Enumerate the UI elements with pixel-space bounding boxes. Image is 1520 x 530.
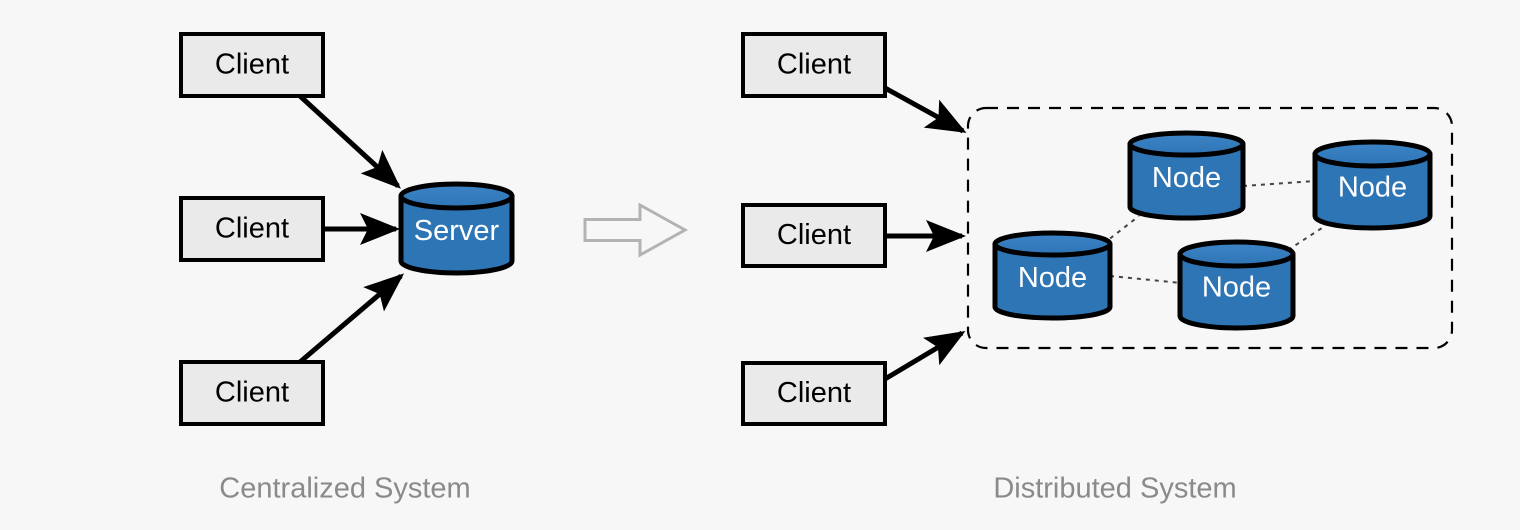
distributed-system-caption: Distributed System [993, 473, 1236, 505]
link-left-to-top [1102, 215, 1140, 245]
cylinder-top-ellipse [1127, 130, 1246, 158]
client-box-shape [741, 32, 887, 98]
node-cylinder-right[interactable]: Node [1312, 139, 1433, 231]
centralized-server-group: Server [398, 181, 515, 276]
transition-arrow [583, 202, 689, 258]
client-box-middle-left[interactable]: Client [179, 196, 325, 262]
cylinder-label: Node [1018, 262, 1087, 294]
node-cylinder-bottom[interactable]: Node [1177, 239, 1296, 331]
client-box-label: Client [215, 49, 289, 81]
client-box-shape [179, 196, 325, 262]
distributed-arrow-group [883, 85, 967, 382]
cylinder-body [398, 193, 515, 276]
distributed-cluster-boundary [966, 106, 1454, 350]
client-box-middle-right[interactable]: Client [741, 203, 887, 268]
client-box-shape [741, 203, 887, 268]
centralized-system-caption: Centralized System [219, 473, 470, 505]
cylinder-body [1127, 141, 1246, 221]
transition-arrow-group [583, 202, 689, 258]
client-box-top-left[interactable]: Client [179, 32, 325, 98]
client-box-bottom-left[interactable]: Client [179, 360, 325, 426]
client-box-label: Client [777, 49, 851, 81]
centralized-arrow-group [298, 94, 405, 364]
cylinder-body [992, 241, 1113, 321]
cylinder-top-ellipse [992, 230, 1113, 258]
cylinder-label: Node [1152, 162, 1221, 194]
client-box-label: Client [777, 377, 851, 409]
cylinder-top-ellipse [1177, 239, 1296, 269]
node-cylinder-top[interactable]: Node [1127, 130, 1246, 221]
distributed-cluster-group [966, 106, 1454, 350]
cylinder-label: Server [414, 215, 500, 247]
client-box-bottom-right[interactable]: Client [741, 361, 887, 426]
client-box-shape [179, 32, 325, 98]
client-box-label: Client [215, 377, 289, 409]
arrow-client-top-to-cluster [883, 85, 967, 134]
link-bottom-to-right [1287, 225, 1326, 251]
server-cylinder[interactable]: Server [398, 181, 515, 276]
client-box-label: Client [777, 219, 851, 251]
arrow-client-top-to-server [298, 94, 401, 189]
cylinder-body [1177, 251, 1296, 331]
cylinder-label: Node [1202, 272, 1271, 304]
link-top-to-right [1242, 180, 1316, 187]
arrow-client-bottom-to-cluster [883, 330, 966, 382]
arrow-client-bottom-to-server [298, 273, 405, 364]
cylinder-top-ellipse [398, 181, 515, 211]
cylinder-body [1312, 151, 1433, 231]
link-left-to-bottom [1109, 275, 1182, 284]
node-cylinder-left[interactable]: Node [992, 230, 1113, 321]
client-box-top-right[interactable]: Client [741, 32, 887, 98]
node-link-group [1102, 180, 1326, 284]
client-box-shape [179, 360, 325, 426]
cylinder-top-ellipse [1312, 139, 1433, 169]
cylinder-label: Node [1338, 172, 1407, 204]
client-box-shape [741, 361, 887, 426]
client-box-label: Client [215, 213, 289, 245]
